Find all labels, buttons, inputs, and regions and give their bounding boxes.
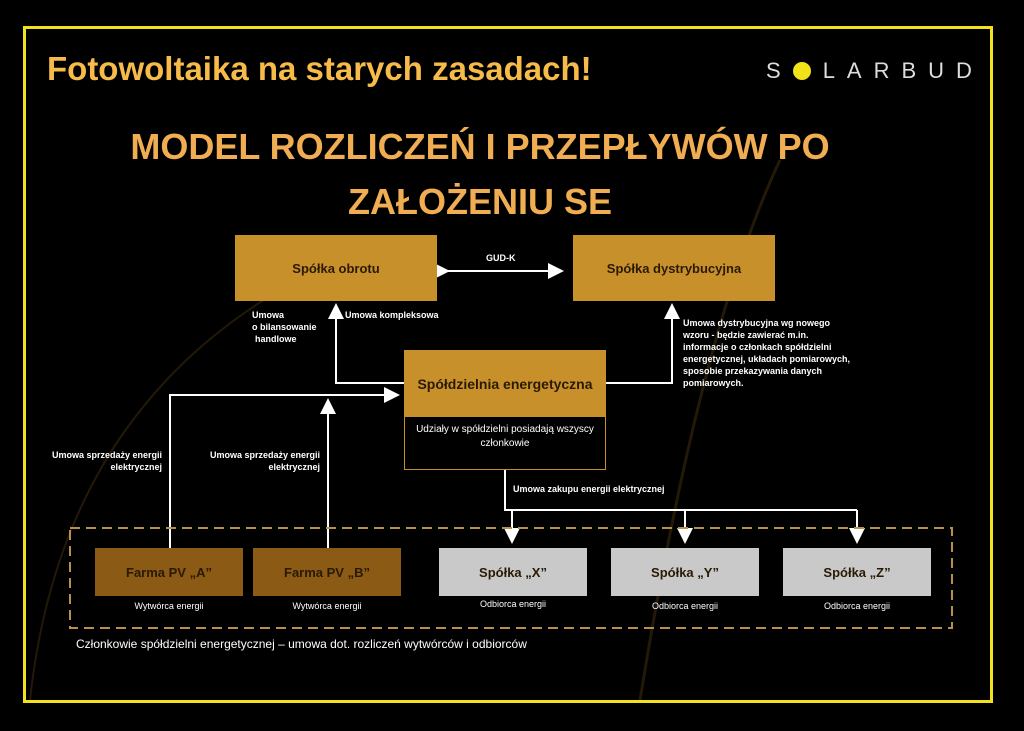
dystr-arrow [606,303,680,384]
node-label: Spółka „Y” [651,564,719,580]
node-label: Spółdzielnia energetyczna [417,375,593,392]
text-line: Umowa dystrybucyjna wg nowego [683,318,831,328]
role-label: Wytwórca energii [292,601,362,611]
node-spolka-y: Spółka „Y” [611,548,759,596]
node-spolka-x: Spółka „X” [439,548,587,596]
dystr-note: Umowa dystrybucyjna wg nowego wzoru - będ… [683,317,850,389]
gudk-label: GUD-K [486,253,516,263]
sun-dot-icon [792,62,811,80]
node-farma-a: Farma PV „A” [95,548,243,596]
role-label: Odbiorca energii [479,599,547,609]
spoldzielnia-note: Udziały w spółdzielni posiadają wszyscy … [404,417,606,470]
text-line: o bilansowanie [252,322,317,332]
node-label: Spółka „Z” [823,564,891,580]
text-line: wzoru - będzie zawierać m.in. [683,330,809,340]
text-line: Umowa [252,310,285,320]
text-line: informacje o członkach spółdzielni [683,342,832,352]
text-line: Umowa sprzedaży energii [209,450,320,460]
sprzedaz-b-label: Umowa sprzedaży energii elektrycznej [198,449,320,473]
text-line: Umowa sprzedaży energii [51,450,162,460]
sprzedaz-a-label: Umowa sprzedaży energii elektrycznej [40,449,162,473]
main-title-line1: MODEL ROZLICZEŃ I PRZEPŁYWÓW PO [130,126,830,167]
text-line: elektrycznej [268,462,320,472]
bilans-label: Umowa o bilansowanie handlowe [252,309,317,345]
text-line: elektrycznej [110,462,162,472]
node-label: Farma PV „B” [284,564,370,580]
main-title-line2: ZAŁOŻENIU SE [347,181,612,222]
role-label: Odbiorca energii [823,601,891,611]
text-line: sposobie przekazywania danych [683,366,823,376]
node-label: Spółka „X” [479,564,547,580]
farm-a-arrow [169,387,400,548]
footer-note: Członkowie spółdzielni energetycznej – u… [76,637,527,651]
zakup-label: Umowa zakupu energii elektrycznej [513,484,665,494]
node-spolka-obrotu: Spółka obrotu [235,235,437,301]
header-title: Fotowoltaika na starych zasadach! [47,50,592,87]
role-label: Wytwórca energii [134,601,204,611]
role-label: Odbiorca energii [651,601,719,611]
frame-border [23,26,993,703]
node-farma-b: Farma PV „B” [253,548,401,596]
text-line: pomiarowych. [683,378,744,388]
text-line: handlowe [255,334,297,344]
node-spolka-z: Spółka „Z” [783,548,931,596]
background-arc [29,289,281,701]
background-arc [638,159,782,701]
node-label: Spółka obrotu [292,260,380,276]
members-dashed-group [69,527,953,629]
kompleksowa-arrow [328,303,404,384]
kompleksowa-label: Umowa kompleksowa [345,310,439,320]
node-spoldzielnia: Spółdzielnia energetyczna [404,350,606,417]
zakup-line [504,470,857,511]
node-label: Spółka dystrybucyjna [606,260,742,276]
text-line: energetycznej, układach pomiarowych, [683,354,851,364]
node-spolka-dystrybucyjna: Spółka dystrybucyjna [573,235,775,301]
node-label: Farma PV „A” [126,564,212,580]
